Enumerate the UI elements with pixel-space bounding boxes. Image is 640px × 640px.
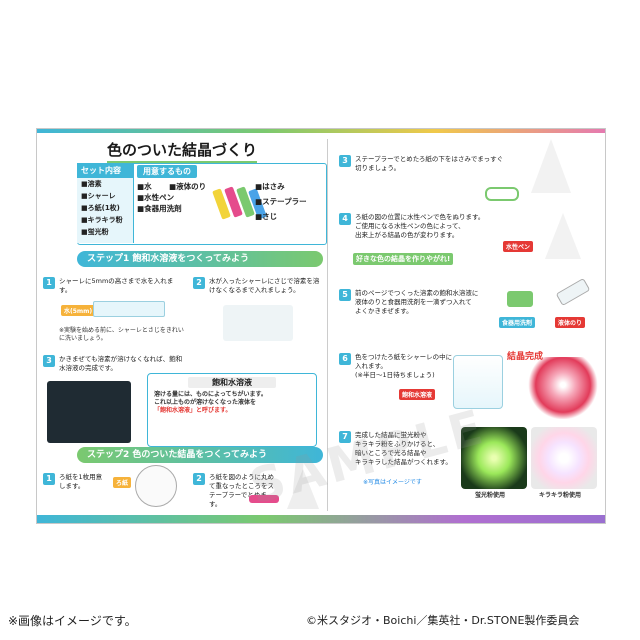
step1-1-note: ※実験を始める前に、シャーレとさじをきれいに洗いましょう。	[59, 327, 184, 342]
detergent-bottle-icon	[507, 291, 533, 307]
step4-line: 出来上がる結晶の色が変わります。	[355, 231, 459, 239]
prepare-item: ■液体のり	[169, 182, 207, 191]
step1-2-text: 水が入ったシャーレにさじで溶素を溶けなくなるまで入れましょう。	[209, 277, 320, 294]
prepare-item: ■食器用洗剤	[137, 204, 182, 213]
step-number: 6	[339, 353, 351, 365]
step2-banner: ステップ2 色のついた結晶をつくってみよう	[77, 447, 323, 463]
prepare-item: ■ステープラー	[255, 197, 307, 206]
filter-paper-tag: ろ紙	[113, 477, 132, 488]
pink-crystal-photo	[527, 357, 599, 419]
dish-illustration	[93, 301, 165, 317]
prepare-list-right: ■はさみ ■ステープラー ■さじ	[255, 181, 307, 222]
pen-tag: 水性ペン	[503, 241, 534, 252]
step7-line: キラキラした結晶がつくれます。	[355, 458, 452, 466]
step5-line: よくかきまぜます。	[355, 307, 413, 315]
bubble-text: これ以上ものが溶けなくなった液体を	[154, 399, 257, 406]
set-item: ■キラキラ粉	[81, 216, 123, 224]
step7-line: キラキラ粉をふりかけると、	[355, 440, 440, 448]
manual-page: 色のついた結晶づくり セット内容 ■溶素 ■シャーレ ■ろ紙(1枚) ■キラキラ…	[36, 128, 606, 524]
set-contents: セット内容 ■溶素 ■シャーレ ■ろ紙(1枚) ■キラキラ粉 ■蛍光粉	[77, 163, 134, 243]
photo-note: ※写真はイメージです	[363, 479, 422, 486]
prepare-item: ■はさみ	[255, 182, 285, 191]
solution-photo	[47, 381, 131, 443]
top-color-bar	[37, 129, 605, 133]
photo-caption: キラキラ粉使用	[539, 492, 582, 499]
bubble-text: 「飽和水溶液」と呼びます。	[154, 407, 232, 414]
step2-2-text: ろ紙を図のように丸めて重なったところをステープラーでとめます。	[209, 473, 274, 508]
filter-paper-illustration	[135, 465, 177, 507]
prepare-item: ■水	[137, 182, 152, 191]
prepare-list-left: ■水 ■水性ペン ■食器用洗剤	[137, 181, 182, 214]
step4-line: ろ紙の図の位置に水性ペンで色をぬります。	[355, 213, 485, 221]
glue-tag: 液体のり	[555, 317, 586, 328]
step6-line: 色をつけたろ紙をシャーレの中に	[355, 353, 453, 361]
step1-3-text: かきまぜても溶素が溶けなくなれば、飽和水溶液の完成です。	[59, 355, 183, 372]
step7-text: 完成した結晶に蛍光粉や キラキラ粉をふりかけると、 暗いところで光る結晶や キラ…	[355, 431, 455, 467]
step7-line: 完成した結晶に蛍光粉や	[355, 431, 427, 439]
step-number: 3	[43, 355, 55, 367]
step-number: 3	[339, 155, 351, 167]
cone-illustration	[531, 139, 571, 193]
dish-illustration	[453, 355, 503, 409]
step1-1-text: シャーレに5mmの高さまで水を入れます。	[59, 277, 174, 294]
detergent-tag: 食器用洗剤	[499, 317, 536, 328]
solution-tag: 飽和水溶液	[399, 389, 436, 400]
step-number: 1	[43, 473, 55, 485]
step4-text: ろ紙の図の位置に水性ペンで色をぬります。 ご使用になる水性ペンの色によって、 出…	[355, 213, 505, 240]
step6-text: 色をつけたろ紙をシャーレの中に 入れます。 (※半日〜1日待ちましょう)	[355, 353, 465, 380]
saturated-solution-bubble: 飽和水溶液 溶ける量には、ものによってちがいます。 これ以上ものが溶けなくなった…	[147, 373, 317, 447]
scissors-icon	[485, 187, 519, 201]
step-number: 7	[339, 431, 351, 443]
step-number: 4	[339, 213, 351, 225]
set-contents-header: セット内容	[77, 163, 133, 178]
photo-caption: 蛍光粉使用	[475, 492, 506, 499]
glue-bottle-icon	[555, 277, 591, 307]
step7-line: 暗いところで光る結晶や	[355, 449, 427, 457]
prepare-list-mid: ■液体のり	[169, 181, 206, 192]
step3-text: ステープラーでとめたろ紙の下をはさみでまっすぐ切りましょう。	[355, 155, 504, 172]
copyright-notice: ©米スタジオ・Boichi／集英社・Dr.STONE製作委員会	[306, 614, 580, 627]
glow-crystal-photo	[461, 427, 527, 489]
set-item: ■ろ紙(1枚)	[81, 204, 120, 212]
step6-line: (※半日〜1日待ちましょう)	[355, 371, 435, 379]
stapler-icon	[249, 495, 279, 503]
set-item: ■シャーレ	[81, 192, 116, 200]
image-disclaimer: ※画像はイメージです。	[8, 614, 137, 628]
prepare-item: ■さじ	[255, 212, 278, 221]
sparkle-crystal-photo	[531, 427, 597, 489]
step1-banner: ステップ1 飽和水溶液をつくってみよう	[77, 251, 323, 267]
set-item: ■溶素	[81, 180, 102, 188]
page-title: 色のついた結晶づくり	[107, 139, 258, 164]
step2-1-text: ろ紙を1枚用意します。	[59, 473, 103, 490]
cone-illustration	[287, 469, 319, 509]
prepare-header: 用意するもの	[137, 165, 197, 178]
bubble-text: 溶ける量には、ものによってちがいます。	[154, 391, 267, 398]
water-level-tag: 水(5mm)	[61, 305, 96, 316]
step5-line: 前のページでつくった溶素の飽和水溶液に	[355, 289, 479, 297]
bottom-color-bar	[37, 515, 605, 523]
step5-line: 液体のりと食器用洗剤を一滴ずつ入れて	[355, 298, 472, 306]
set-item: ■蛍光粉	[81, 228, 109, 236]
cone-illustration	[545, 213, 581, 259]
step-number: 2	[193, 277, 205, 289]
step-number: 1	[43, 277, 55, 289]
step5-text: 前のページでつくった溶素の飽和水溶液に 液体のりと食器用洗剤を一滴ずつ入れて よ…	[355, 289, 505, 316]
column-divider	[327, 139, 328, 511]
step-number: 2	[193, 473, 205, 485]
step4-line: ご使用になる水性ペンの色によって、	[355, 222, 465, 230]
bubble-title: 飽和水溶液	[188, 377, 276, 388]
prepare-item: ■水性ペン	[137, 193, 175, 202]
crystal-done-label: 結晶完成	[507, 352, 544, 362]
callout-badge: 好きな色の結晶を作りやがれ!	[353, 253, 454, 265]
step-number: 5	[339, 289, 351, 301]
spoon-photo	[223, 305, 293, 341]
step6-line: 入れます。	[355, 362, 387, 370]
